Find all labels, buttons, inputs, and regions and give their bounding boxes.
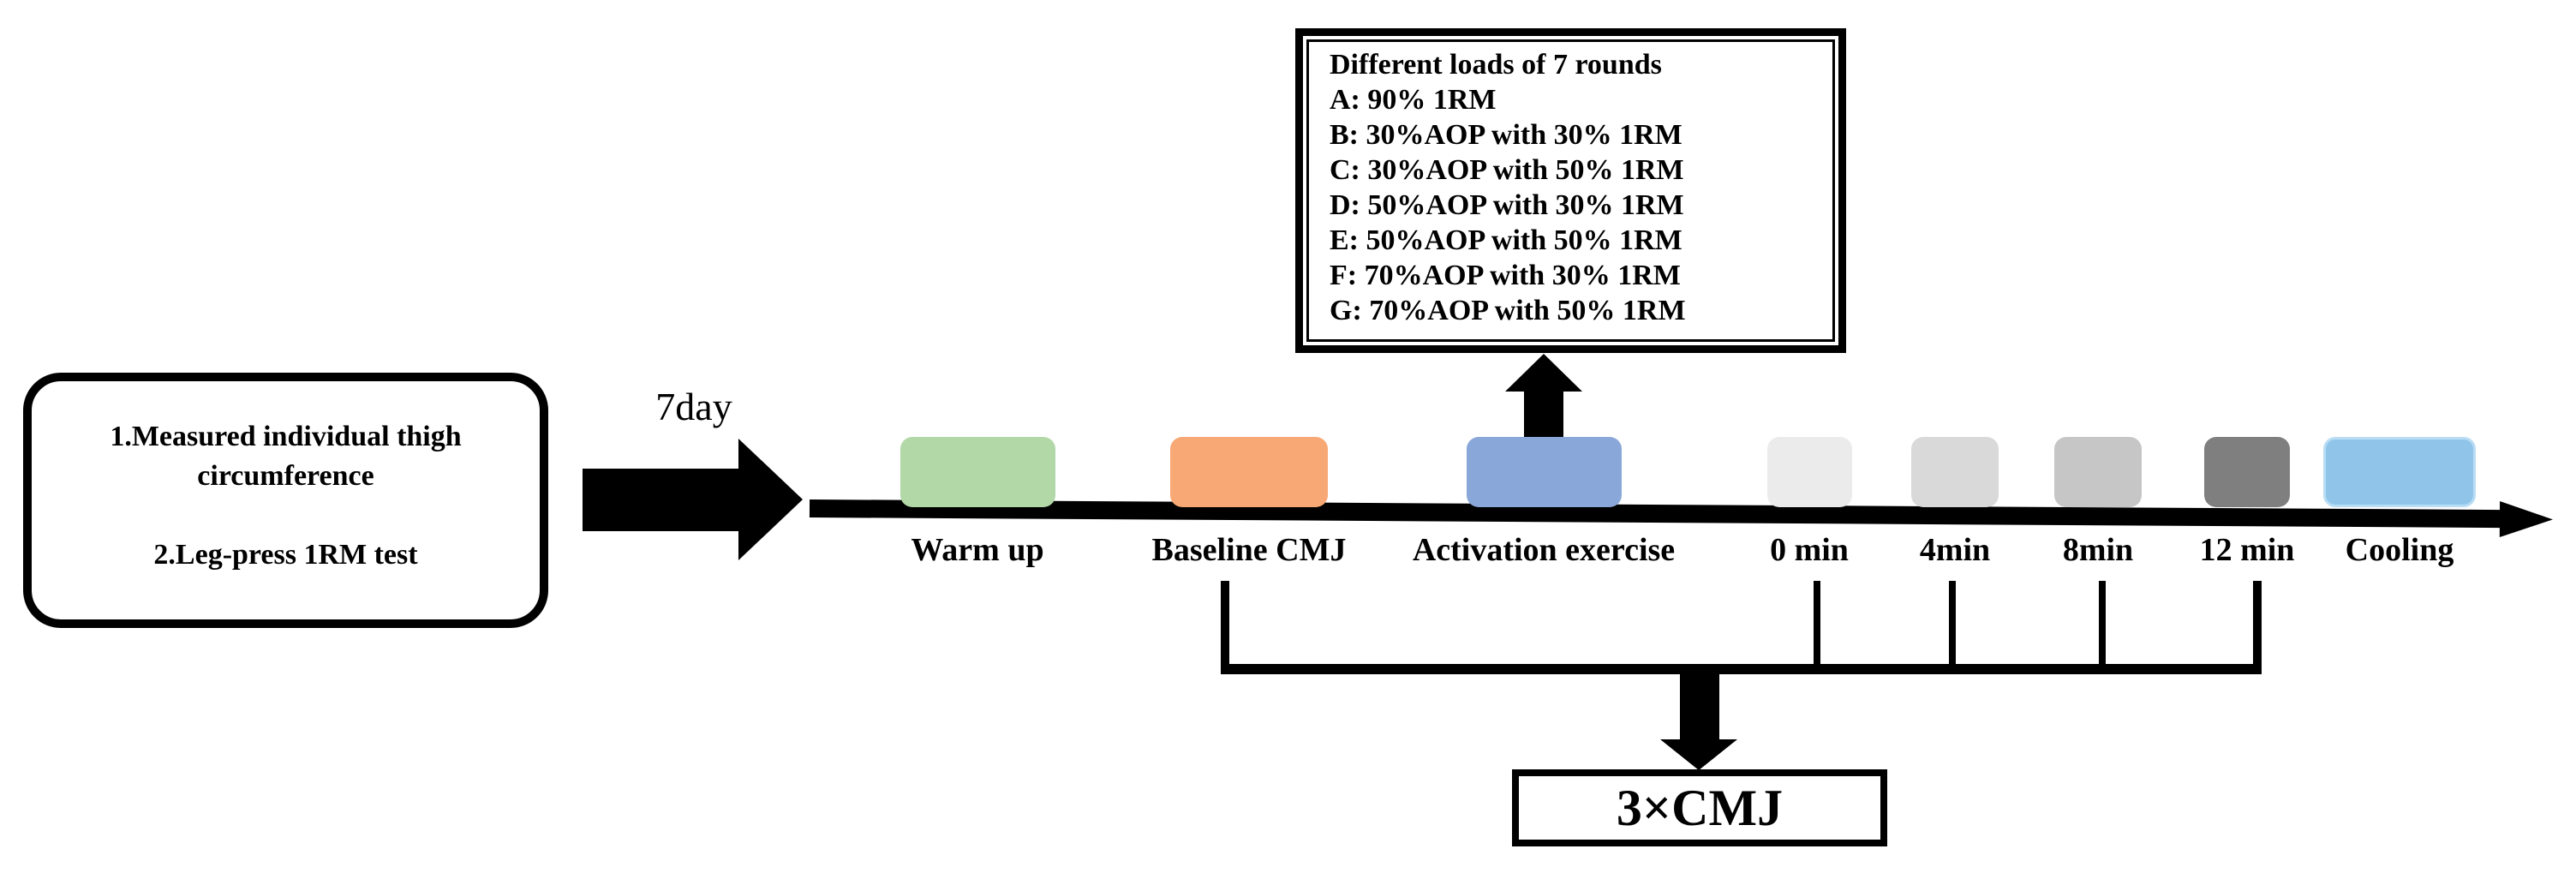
event-label-4-min: 4min [1919, 532, 1991, 568]
bracket-left-end [1221, 581, 1229, 674]
cmj-label: 3×CMJ [1616, 780, 1784, 836]
bracket-tick-8min [2099, 581, 2106, 674]
event-label-baseline-cmj: Baseline CMJ [1151, 532, 1347, 568]
interval-label: 7day [655, 385, 732, 428]
loads-item-b: B: 30%AOP with 30% 1RM [1330, 119, 1682, 151]
down-arrow-shaft [1680, 674, 1719, 741]
event-box-activation-exercise [1467, 437, 1622, 507]
event-label-warm-up: Warm up [911, 532, 1044, 568]
loads-item-g: G: 70%AOP with 50% 1RM [1330, 295, 1686, 326]
event-label-8-min: 8min [2062, 532, 2134, 568]
pretest-line-1: 1.Measured individual thigh [110, 421, 462, 452]
loads-item-f: F: 70%AOP with 30% 1RM [1330, 260, 1681, 291]
event-box-warm-up [900, 437, 1055, 507]
up-arrow-icon [1505, 354, 1582, 392]
pretest-line-2: circumference [197, 460, 374, 492]
loads-item-d: D: 50%AOP with 30% 1RM [1330, 189, 1684, 221]
event-box-8-min [2054, 437, 2142, 507]
event-label-activation-exercise: Activation exercise [1412, 532, 1676, 568]
bracket-tick-4min [1949, 581, 1956, 674]
pretest-line-3: 2.Leg-press 1RM test [153, 539, 418, 571]
pretest-box: 1.Measured individual thigh circumferenc… [23, 373, 548, 628]
up-arrow-shaft [1524, 390, 1563, 443]
event-label-cooling: Cooling [2345, 532, 2454, 568]
transition-arrow-right-icon [738, 439, 803, 560]
event-box-12-min [2204, 437, 2290, 507]
loads-item-c: C: 30%AOP with 50% 1RM [1330, 154, 1684, 186]
event-box-cooling [2323, 437, 2476, 507]
event-box-0-min [1767, 437, 1852, 507]
event-box-4-min [1911, 437, 1999, 507]
down-arrow-icon [1660, 739, 1737, 770]
bracket-right-end [2253, 581, 2262, 674]
loads-item-e: E: 50%AOP with 50% 1RM [1330, 224, 1682, 256]
loads-title: Different loads of 7 rounds [1330, 49, 1662, 81]
event-label-12-min: 12 min [2199, 532, 2295, 568]
cmj-box: 3×CMJ [1512, 769, 1887, 846]
bracket-tick-0min [1814, 581, 1820, 674]
loads-item-a: A: 90% 1RM [1330, 84, 1497, 116]
measurement-bracket [1221, 664, 2262, 674]
event-box-baseline-cmj [1170, 437, 1328, 507]
loads-box: Different loads of 7 rounds A: 90% 1RM B… [1295, 28, 1846, 353]
loads-box-inner: Different loads of 7 rounds A: 90% 1RM B… [1306, 39, 1835, 342]
transition-arrow-shaft [583, 469, 742, 531]
event-label-0-min: 0 min [1770, 532, 1849, 568]
